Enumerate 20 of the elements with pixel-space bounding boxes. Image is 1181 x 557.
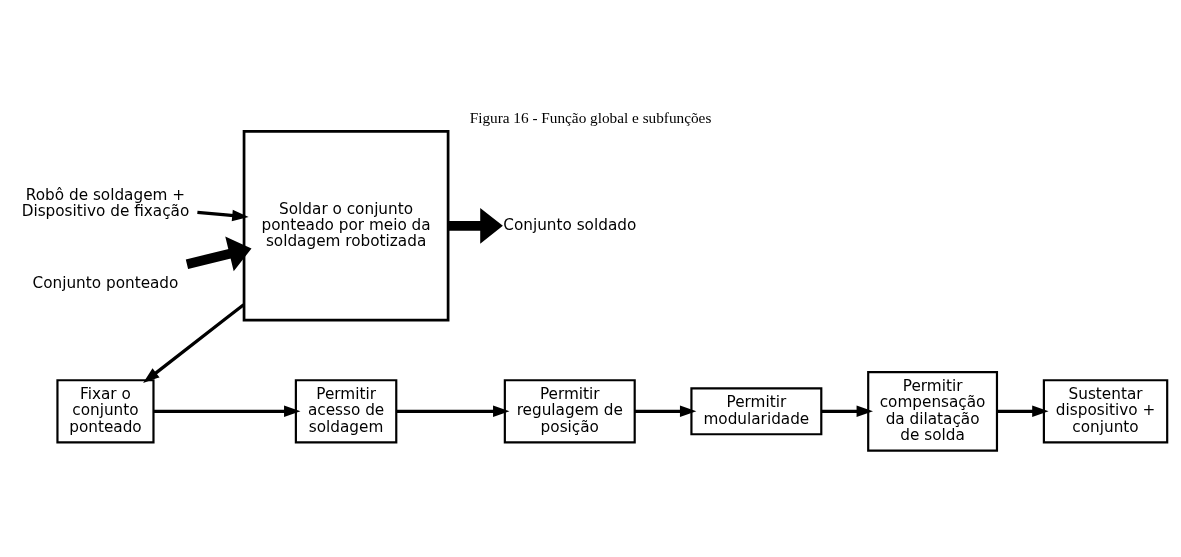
node-box: Sustentar dispositivo + conjunto (1042, 379, 1169, 444)
diagram-title: Figura 16 - Função global e subfunções (469, 108, 712, 126)
arrow (143, 303, 245, 383)
node-text: Conjunto ponteado (32, 273, 179, 292)
arrow (396, 405, 510, 418)
node-box: Permitir acesso de soldagem (294, 379, 398, 444)
node-box: Soldar o conjunto ponteado por meio da soldagem robotizada (242, 130, 450, 322)
node-box: Fixar o conjunto ponteado (56, 379, 155, 444)
arrow (821, 405, 873, 418)
node-box: Permitir compensação da dilatação de solda (867, 371, 999, 452)
node-text: Conjunto soldado (503, 215, 637, 234)
arrow (634, 405, 697, 418)
arrow (197, 209, 249, 222)
arrow (448, 208, 503, 244)
node-text: Robô de soldagem + Dispositivo de fixação (21, 185, 190, 221)
node-box: Permitir regulagem de posição (503, 379, 636, 444)
arrow (997, 405, 1049, 418)
arrow (185, 236, 252, 272)
node-box: Permitir modularidade (690, 387, 823, 436)
arrow (153, 405, 301, 418)
